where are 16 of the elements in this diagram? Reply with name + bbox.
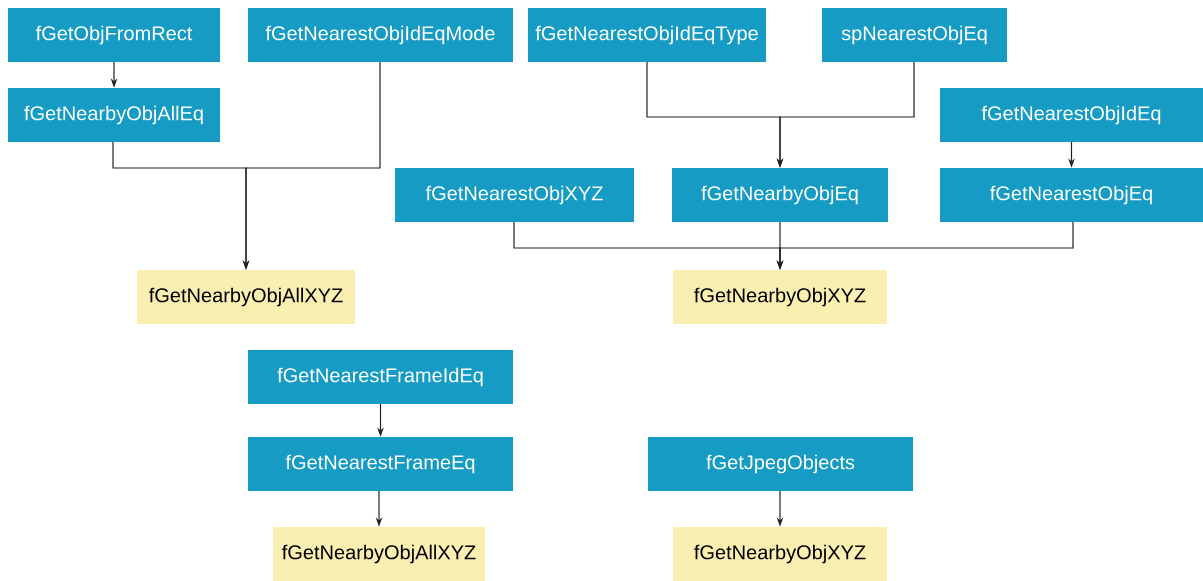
- result-box: fGetNearbyObjAllXYZ: [137, 270, 355, 324]
- function-box: fGetNearestObjXYZ: [395, 168, 634, 222]
- function-box: fGetNearestObjIdEq: [940, 88, 1203, 142]
- function-box: fGetNearestObjIdEqType: [528, 8, 766, 62]
- result-box: fGetNearbyObjXYZ: [673, 270, 887, 324]
- result-box: fGetNearbyObjAllXYZ: [273, 527, 485, 581]
- function-box: fGetNearestFrameEq: [248, 437, 513, 491]
- function-box: fGetNearestObjEq: [940, 168, 1203, 222]
- function-box: fGetJpegObjects: [648, 437, 913, 491]
- function-box: spNearestObjEq: [822, 8, 1007, 62]
- result-box: fGetNearbyObjXYZ: [673, 527, 887, 581]
- function-box: fGetNearbyObjEq: [672, 168, 888, 222]
- function-box: fGetNearbyObjAllEq: [8, 88, 220, 142]
- function-box: fGetNearestObjIdEqMode: [248, 8, 513, 62]
- function-box: fGetObjFromRect: [8, 8, 220, 62]
- function-box: fGetNearestFrameIdEq: [248, 350, 513, 404]
